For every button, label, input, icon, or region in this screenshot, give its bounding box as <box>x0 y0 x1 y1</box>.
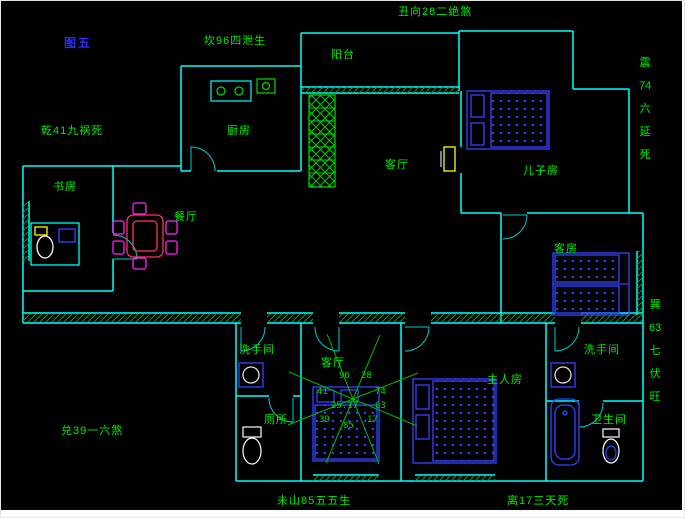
bearing-southeast-label: 巽 63 七 伏 旺 <box>649 299 661 403</box>
room-son-label: 儿子房 <box>523 165 559 177</box>
room-kitchen-label: 厨房 <box>227 125 251 137</box>
room-washroom-right-label: 洗手间 <box>584 344 620 356</box>
room-bathroom-label: 卫生间 <box>591 414 627 426</box>
bed-guest-icon <box>552 252 630 316</box>
bearing-south-label: 离17三天死 <box>507 495 570 507</box>
bed-son-icon <box>466 90 550 150</box>
room-balcony-label: 阳台 <box>331 49 355 61</box>
bearing-east-part: 死 <box>639 149 651 161</box>
bearing-southeast-part: 63 <box>649 322 662 334</box>
room-inner-hall-label: 客厅 <box>321 357 345 369</box>
room-master-label: 主人房 <box>487 374 523 386</box>
bed-master-icon <box>412 378 497 464</box>
room-study-label: 书房 <box>53 181 77 193</box>
bottom-page-strip <box>1 510 684 517</box>
compass-number: 74 <box>375 387 386 397</box>
compass-rays <box>287 333 419 465</box>
bearing-southwest-label: 未山85五五生 <box>277 495 352 507</box>
room-living-label: 客厅 <box>385 159 409 171</box>
living-door-icon <box>440 146 456 172</box>
bearing-east-part: 74 <box>639 80 652 92</box>
room-toilet-label: 厕所 <box>264 414 288 426</box>
compass-number: 41 <box>317 387 328 397</box>
door-arcs <box>112 146 604 428</box>
figure-label: 图五 <box>64 36 93 50</box>
study-desk-icon <box>30 222 80 266</box>
window-hatch <box>23 87 643 481</box>
plant-screen-icon <box>308 94 336 188</box>
bearing-southeast-part: 七 <box>649 345 661 357</box>
bearing-east-part: 六 <box>639 103 651 115</box>
compass-number: 85 <box>343 421 354 431</box>
toilet-right-icon <box>602 428 620 464</box>
compass-number: 96 <box>339 371 350 381</box>
basin-left-icon <box>238 362 264 388</box>
kitchen-counter-icon <box>210 78 276 102</box>
right-page-strip <box>682 1 684 517</box>
bathtub-icon <box>550 398 580 466</box>
toilet-left-icon <box>242 426 262 465</box>
bearing-southeast-part: 巽 <box>649 299 661 311</box>
compass-number: 39 <box>319 415 330 425</box>
room-dining-label: 餐厅 <box>174 211 198 223</box>
bearing-top-label: 丑向28二绝煞 <box>398 6 473 18</box>
compass-number: 63 <box>375 401 386 411</box>
basin-right-icon <box>550 362 576 388</box>
dining-set-icon <box>112 202 178 270</box>
bearing-southeast-part: 伏 <box>649 368 661 380</box>
bearing-east-label: 震 74 六 延 死 <box>639 57 651 161</box>
compass-number: 28 <box>361 371 372 381</box>
compass-number: 17 <box>367 415 378 425</box>
bearing-west-label: 兑39一六煞 <box>61 425 124 437</box>
bearing-northwest-label: 乾41九祸死 <box>41 125 104 137</box>
bearing-east-part: 震 <box>639 57 651 69</box>
bearing-north-label: 坎96四泄生 <box>204 35 267 47</box>
room-guest-label: 客房 <box>554 243 578 255</box>
room-washroom-left-label: 洗手间 <box>239 344 275 356</box>
bearing-southeast-part: 旺 <box>649 391 661 403</box>
bearing-east-part: 延 <box>639 126 651 138</box>
compass-number-center: 25.17 <box>331 401 359 411</box>
